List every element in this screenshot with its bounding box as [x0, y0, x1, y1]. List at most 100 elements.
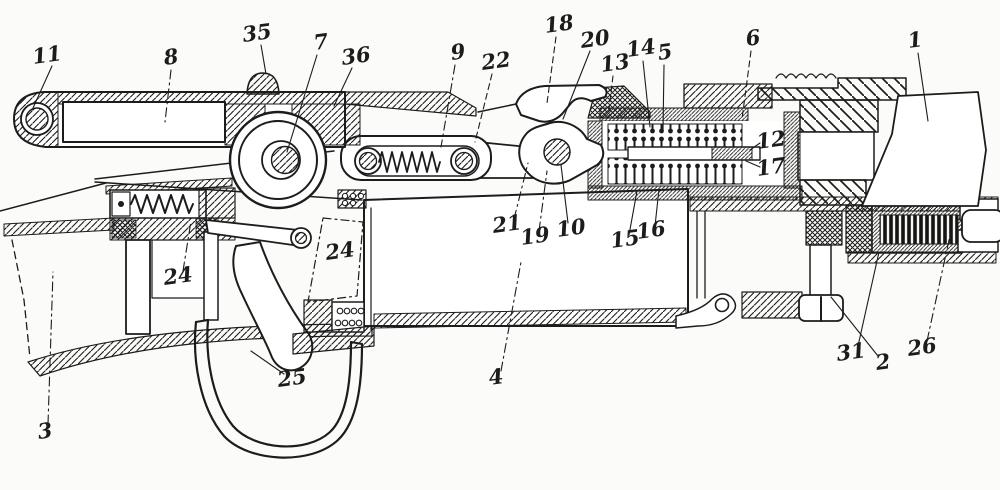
hook-claw [477, 84, 608, 123]
leader-line-20 [562, 50, 591, 120]
part-number-9: 9 [449, 38, 467, 65]
part-label-10: 10 [555, 164, 588, 242]
part-number-25: 25 [275, 363, 308, 392]
part-number-17: 17 [755, 152, 788, 181]
leader-line-18 [546, 36, 557, 104]
part-label-25: 25 [250, 350, 308, 392]
leader-line-2 [830, 296, 879, 357]
part-number-15: 15 [609, 224, 641, 253]
part-number-6: 6 [744, 24, 762, 51]
part-number-31: 31 [835, 337, 867, 366]
leader-line-36 [333, 67, 353, 107]
part-number-19: 19 [519, 221, 552, 250]
part-label-26: 26 [905, 230, 952, 361]
part-number-14: 14 [625, 33, 657, 62]
part-number-12: 12 [755, 125, 787, 154]
striker-collar [711, 146, 753, 161]
cocking-axis-pin [270, 145, 300, 175]
part-label-20: 20 [562, 24, 612, 120]
leader-line-25 [250, 350, 285, 375]
part-number-5: 5 [656, 38, 674, 65]
cam-pivot-pin [543, 138, 571, 166]
screw-shaft [809, 244, 832, 298]
rail-window [62, 101, 226, 143]
part-number-7: 7 [312, 28, 330, 55]
part-number-13: 13 [599, 48, 631, 77]
part-label-9: 9 [440, 38, 467, 148]
part-label-8: 8 [161, 43, 180, 123]
sear-assembly [105, 177, 236, 335]
leader-line-6 [741, 50, 752, 120]
part-number-36: 36 [340, 41, 373, 70]
lever-pivot-pin [25, 107, 49, 131]
part-label-5: 5 [656, 38, 674, 132]
plunger-cap [961, 209, 1000, 243]
part-number-11: 11 [31, 40, 63, 69]
leader-line-16 [654, 188, 660, 227]
leader-line-8 [164, 69, 172, 123]
part-number-1: 1 [906, 26, 924, 53]
leader-line-22 [474, 73, 493, 143]
part-number-26: 26 [905, 332, 939, 361]
leader-line-10 [560, 164, 569, 224]
part-label-18: 18 [543, 9, 576, 104]
part-number-16: 16 [635, 215, 668, 244]
cam-piece [518, 120, 605, 185]
leader-line-12 [749, 142, 761, 151]
lever-spring [378, 151, 441, 173]
leader-line-14 [642, 60, 651, 128]
part-number-35: 35 [241, 18, 273, 47]
part-number-21: 21 [490, 209, 523, 238]
leader-line-35 [260, 44, 267, 75]
trigger-guard [193, 318, 364, 459]
bolt-body [757, 73, 987, 207]
part-number-24: 24 [323, 236, 356, 265]
part-label-2: 2 [830, 296, 892, 375]
sear-post [125, 239, 151, 335]
sear-spring [130, 194, 194, 214]
leader-line-24 [182, 220, 192, 272]
leader-line-3 [47, 271, 54, 425]
part-number-18: 18 [543, 9, 576, 38]
part-label-22: 22 [474, 46, 512, 143]
part-number-20: 20 [578, 24, 612, 53]
part-label-24: 24 [323, 236, 356, 265]
part-label-11: 11 [31, 40, 63, 109]
leader-line-5 [662, 64, 665, 132]
part-number-4: 4 [487, 363, 505, 390]
transfer-lever [337, 135, 539, 209]
trigger-pivot-pin [294, 231, 308, 245]
leader-line-1 [917, 52, 929, 122]
striker-spring-lower [607, 157, 743, 185]
part-label-36: 36 [333, 41, 373, 107]
part-label-19: 19 [519, 170, 552, 250]
leader-line-26 [926, 230, 952, 342]
striker-spring-upper [607, 123, 743, 151]
magazine-box [363, 188, 689, 331]
latch-and-screw [675, 210, 844, 329]
part-label-13: 13 [599, 48, 631, 118]
part-label-16: 16 [635, 188, 668, 244]
part-label-35: 35 [241, 18, 273, 75]
leader-line-4 [500, 261, 522, 372]
part-number-3: 3 [36, 417, 54, 444]
plunger-assembly [845, 198, 1000, 264]
part-number-8: 8 [161, 43, 180, 70]
part-label-17: 17 [745, 152, 788, 181]
part-label-6: 6 [741, 24, 762, 120]
part-label-15: 15 [609, 190, 641, 253]
leader-line-13 [607, 75, 614, 118]
leader-line-9 [440, 64, 456, 148]
part-number-22: 22 [479, 46, 512, 75]
part-number-2: 2 [873, 348, 892, 375]
rail-and-lever [13, 72, 477, 210]
part-label-24: 24 [161, 220, 194, 290]
bolt-white-face [861, 91, 987, 207]
leader-line-17 [745, 160, 761, 168]
part-number-24: 24 [161, 261, 194, 290]
safety-bump [246, 72, 280, 95]
part-number-10: 10 [555, 213, 588, 242]
